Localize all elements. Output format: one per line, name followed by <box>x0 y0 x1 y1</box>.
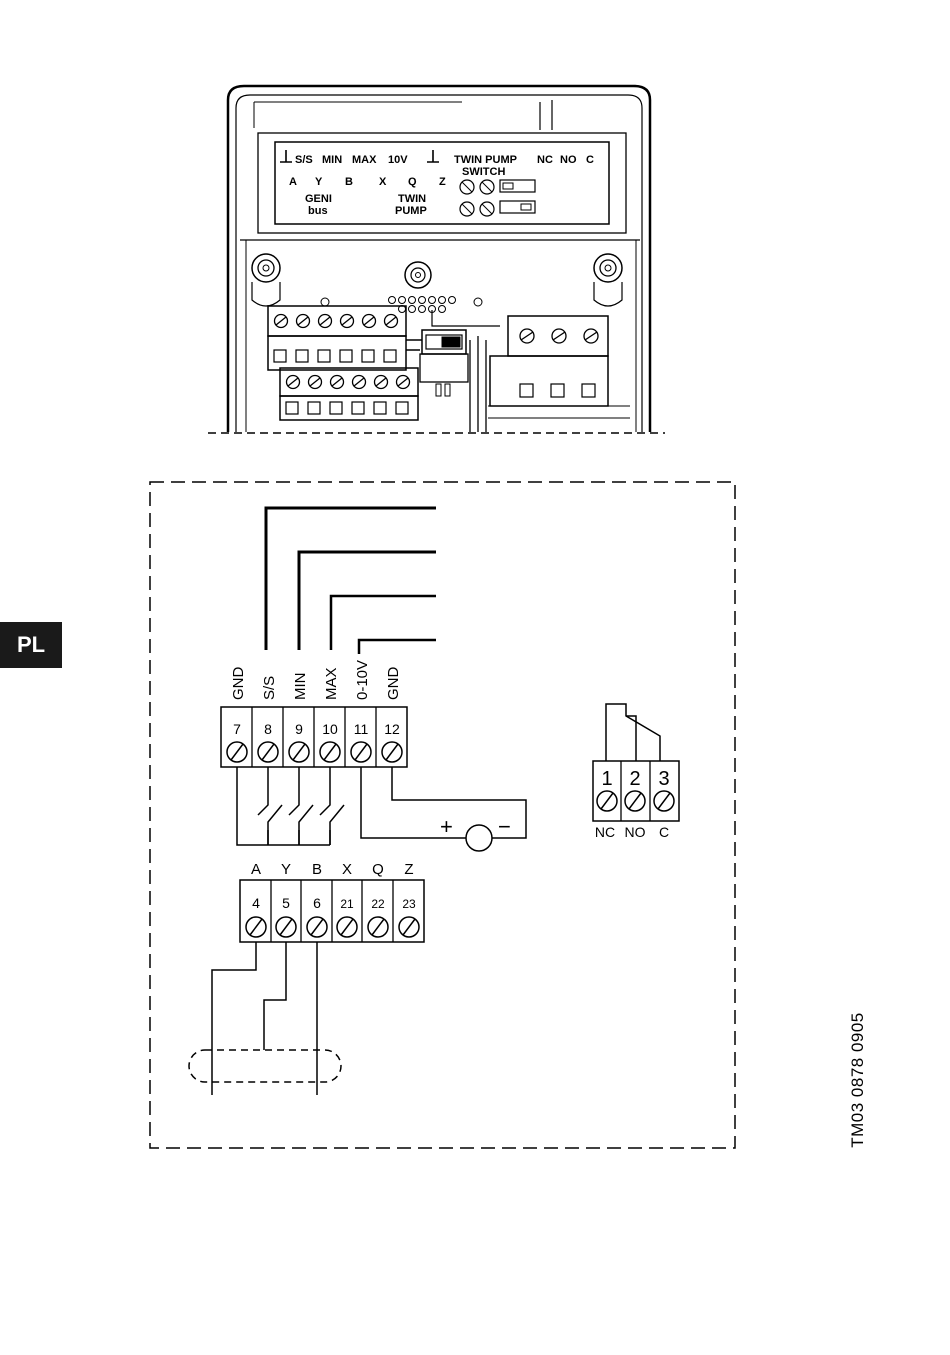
relay-terminal-numbers: 1 2 3 <box>601 768 669 790</box>
panel-label-ss: S/S <box>295 154 313 166</box>
panel-label-y: Y <box>315 176 323 188</box>
signal-label-0-10v: 0-10V <box>354 660 371 700</box>
relay-label-c: C <box>659 824 669 840</box>
terminal-number-9: 9 <box>295 721 303 737</box>
signal-label-min: MIN <box>292 673 309 701</box>
terminal-number-7: 7 <box>233 721 241 737</box>
panel-label-min: MIN <box>322 154 342 166</box>
relay-number-3: 3 <box>658 768 669 790</box>
bus-number-23: 23 <box>402 897 416 911</box>
bus-number-5: 5 <box>282 895 290 911</box>
terminal-number-10: 10 <box>322 721 338 737</box>
relay-terminal-labels: NC NO C <box>595 824 669 840</box>
panel-label-x: X <box>379 176 387 188</box>
panel-label-c: C <box>586 154 594 166</box>
terminal-number-12: 12 <box>384 721 400 737</box>
panel-label-q: Q <box>408 176 417 188</box>
panel-label-b: B <box>345 176 353 188</box>
panel-label-bus: bus <box>308 205 328 217</box>
panel-label-a: A <box>289 176 297 188</box>
device-illustration <box>208 86 665 433</box>
source-minus: − <box>498 814 511 839</box>
signal-label-gnd-7: GND <box>230 667 247 701</box>
panel-label-z: Z <box>439 176 446 188</box>
terminal-number-11: 11 <box>354 721 369 737</box>
source-plus: + <box>440 814 453 839</box>
bus-letter-z: Z <box>404 861 413 878</box>
bus-cable <box>189 942 341 1095</box>
panel-label-twin-pump: TWIN PUMP <box>454 154 517 166</box>
bus-letter-y: Y <box>281 861 291 878</box>
panel-label-geni: GENI <box>305 193 332 205</box>
panel-label-nc: NC <box>537 154 553 166</box>
panel-label-max: MAX <box>352 154 377 166</box>
relay-number-1: 1 <box>601 768 612 790</box>
bus-letter-x: X <box>342 861 352 878</box>
bus-number-21: 21 <box>340 897 354 911</box>
control-signal-labels: GND S/S MIN MAX 0-10V GND <box>230 660 402 700</box>
bus-number-4: 4 <box>252 895 260 911</box>
relay-number-2: 2 <box>629 768 640 790</box>
terminal-number-8: 8 <box>264 721 272 737</box>
bus-terminal-letters: A Y B X Q Z <box>251 861 414 878</box>
panel-label-pump: PUMP <box>395 205 427 217</box>
signal-label-ss: S/S <box>261 676 278 700</box>
panel-label-10v: 10V <box>388 154 408 166</box>
bus-letter-a: A <box>251 861 261 878</box>
relay-label-nc: NC <box>595 824 615 840</box>
panel-label-twin: TWIN <box>398 193 426 205</box>
panel-label-no: NO <box>560 154 577 166</box>
control-terminal-numbers: 7 8 9 10 11 12 <box>233 721 400 737</box>
relay-label-no: NO <box>625 824 646 840</box>
panel-label-switch: SWITCH <box>462 166 505 178</box>
bus-terminal-numbers: 4 5 6 21 22 23 <box>252 895 416 911</box>
bus-letter-b: B <box>312 861 322 878</box>
relay-terminal-block <box>593 704 679 821</box>
bus-letter-q: Q <box>372 861 384 878</box>
signal-label-gnd-12: GND <box>385 667 402 701</box>
bus-terminal-block <box>240 880 424 942</box>
bus-number-22: 22 <box>371 897 385 911</box>
signal-wires <box>266 508 436 654</box>
bus-number-6: 6 <box>313 895 321 911</box>
signal-source: + − <box>440 814 511 851</box>
control-terminal-block <box>221 707 407 767</box>
signal-label-max: MAX <box>323 667 340 700</box>
